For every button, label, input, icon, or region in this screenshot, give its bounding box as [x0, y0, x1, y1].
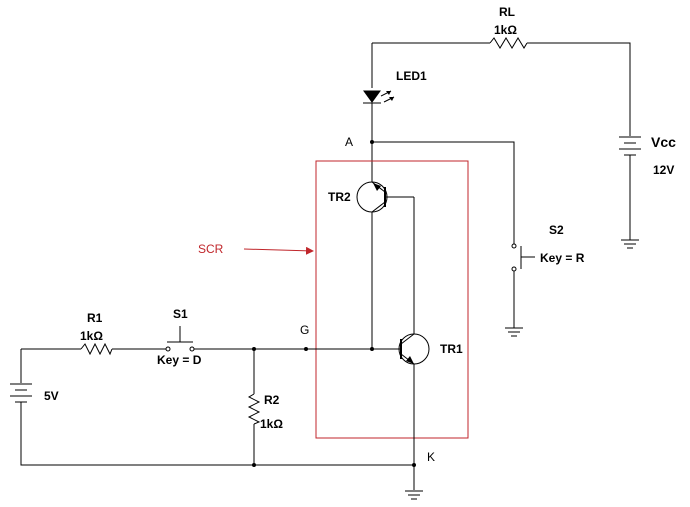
s1-name-label: S1 [173, 307, 188, 321]
vcc-battery [619, 136, 641, 240]
scr-arrow [243, 246, 314, 255]
s2-key-label: Key = R [540, 251, 585, 265]
vcc-name-label: Vcc [651, 134, 676, 150]
battery-5v-label: 5V [44, 389, 59, 403]
s1-switch [165, 326, 195, 352]
r1-value-label: 1kΩ [80, 329, 103, 343]
r2-resistor [247, 393, 261, 425]
r2-name-label: R2 [264, 393, 280, 407]
node-k-label: K [427, 450, 435, 464]
r2-top-junction [252, 347, 256, 351]
tr1-name-label: TR1 [440, 342, 463, 356]
r1-name-label: R1 [87, 311, 103, 325]
tr1-transistor [372, 333, 430, 490]
s1-key-label: Key = D [157, 353, 202, 367]
s2-switch [511, 243, 535, 328]
s2-name-label: S2 [549, 223, 564, 237]
vcc-ground-symbol [621, 239, 639, 249]
a-to-s2-wire [372, 141, 515, 244]
node-g-label: G [300, 323, 309, 337]
scr-boundary-box [315, 160, 469, 439]
r2-bottom-junction [252, 463, 256, 467]
vcc-value-label: 12V [653, 163, 674, 177]
led1-name-label: LED1 [396, 69, 427, 83]
led1-diode [363, 90, 395, 182]
node-a-label: A [345, 135, 353, 149]
gate-drive-wiring [20, 348, 414, 466]
s2-ground-symbol [505, 327, 523, 337]
rl-value-label: 1kΩ [494, 23, 517, 37]
rl-resistor [489, 37, 528, 49]
r2-value-label: 1kΩ [260, 417, 283, 431]
battery-5v [10, 383, 32, 410]
k-ground-symbol [405, 490, 423, 500]
rl-name-label: RL [499, 5, 515, 19]
scr-label: SCR [198, 242, 224, 256]
tr2-transistor [356, 181, 414, 349]
top-wire [371, 42, 631, 136]
tr2-name-label: TR2 [328, 190, 351, 204]
node-k-junction [412, 463, 416, 467]
r1-resistor [80, 342, 113, 356]
